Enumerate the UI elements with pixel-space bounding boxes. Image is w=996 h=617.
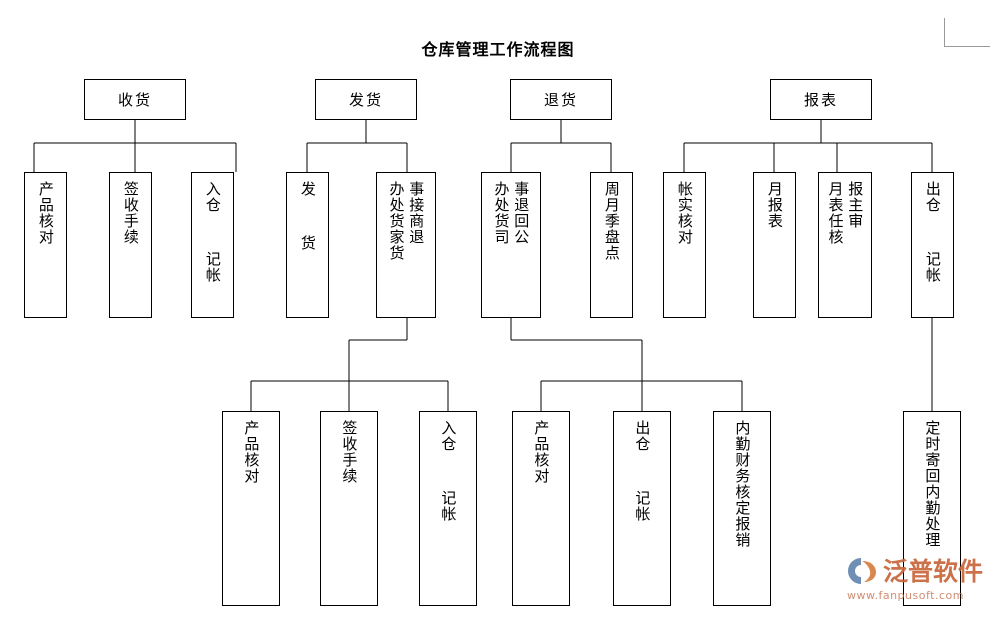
node-label: 产品核对 <box>36 181 55 245</box>
vertical-text-wrap: 帐实核对 <box>664 181 705 317</box>
node-signoff-procedure[interactable]: 签收手续 <box>109 172 152 318</box>
node-ship-goods[interactable]: 发 货 <box>286 172 329 318</box>
vertical-text-wrap: 事接商退 办处货家货 <box>377 181 435 317</box>
node-product-check-company-return[interactable]: 产品核对 <box>512 411 570 606</box>
node-root-receiving[interactable]: 收货 <box>84 79 186 120</box>
node-label: 退货 <box>543 91 578 109</box>
node-label-col-1: 事接商退 <box>407 181 426 245</box>
vertical-text-wrap: 定时寄回内勤处理 <box>904 420 960 605</box>
node-label: 出仓 记帐 <box>633 420 652 522</box>
node-scheduled-mail-to-admin[interactable]: 定时寄回内勤处理 <box>903 411 961 606</box>
vertical-text-wrap: 报主审 月表任核 <box>819 181 871 317</box>
node-label: 定时寄回内勤处理 <box>923 420 942 548</box>
vertical-text-wrap: 发 货 <box>287 181 328 317</box>
vertical-text-wrap: 出仓 记帐 <box>912 181 953 317</box>
node-ledger-reconciliation[interactable]: 帐实核对 <box>663 172 706 318</box>
node-root-reports[interactable]: 报表 <box>770 79 872 120</box>
vertical-text-wrap: 事退回公 办处货司 <box>482 181 540 317</box>
node-inbound-bookkeeping-merchant-return[interactable]: 入仓 记帐 <box>419 411 477 606</box>
vertical-text-wrap: 内勤财务核定报销 <box>714 420 770 605</box>
node-label: 签收手续 <box>340 420 359 484</box>
node-signoff-procedure-merchant-return[interactable]: 签收手续 <box>320 411 378 606</box>
node-label: 收货 <box>117 91 152 109</box>
node-product-check-receiving[interactable]: 产品核对 <box>24 172 67 318</box>
vertical-text-wrap: 产品核对 <box>513 420 569 605</box>
node-periodic-stocktaking[interactable]: 周月季盘点 <box>590 172 633 318</box>
node-label: 签收手续 <box>121 181 140 245</box>
vertical-text-wrap: 入仓 记帐 <box>192 181 233 317</box>
node-label: 帐实核对 <box>675 181 694 245</box>
vertical-text-wrap: 出仓 记帐 <box>614 420 670 605</box>
vertical-text-wrap: 签收手续 <box>110 181 151 317</box>
node-product-check-merchant-return[interactable]: 产品核对 <box>222 411 280 606</box>
vertical-text-wrap: 产品核对 <box>25 181 66 317</box>
node-label: 报表 <box>803 91 838 109</box>
node-report-director-review[interactable]: 报主审 月表任核 <box>818 172 872 318</box>
node-label: 发 货 <box>298 181 317 251</box>
vertical-text-wrap: 入仓 记帐 <box>420 420 476 605</box>
node-label-col-1: 事退回公 <box>512 181 531 245</box>
node-label-col-2: 办处货家货 <box>387 181 406 261</box>
node-outbound-bookkeeping[interactable]: 出仓 记帐 <box>911 172 954 318</box>
node-label: 周月季盘点 <box>602 181 621 261</box>
page-title: 仓库管理工作流程图 <box>421 40 575 59</box>
node-label-col-2: 月表任核 <box>826 181 845 245</box>
node-label: 入仓 记帐 <box>203 181 222 283</box>
node-handle-return-to-company[interactable]: 事退回公 办处货司 <box>481 172 541 318</box>
node-label: 发货 <box>348 91 383 109</box>
node-label: 入仓 记帐 <box>439 420 458 522</box>
node-monthly-report[interactable]: 月报表 <box>753 172 796 318</box>
node-label: 产品核对 <box>242 420 261 484</box>
node-label: 产品核对 <box>532 420 551 484</box>
node-inbound-bookkeeping[interactable]: 入仓 记帐 <box>191 172 234 318</box>
vertical-text-wrap: 月报表 <box>754 181 795 317</box>
node-label: 月报表 <box>765 181 784 229</box>
node-root-shipping[interactable]: 发货 <box>315 79 417 120</box>
node-label: 内勤财务核定报销 <box>733 420 752 548</box>
vertical-text-wrap: 周月季盘点 <box>591 181 632 317</box>
vertical-text-wrap: 产品核对 <box>223 420 279 605</box>
node-label-col-2: 办处货司 <box>492 181 511 245</box>
node-root-returns[interactable]: 退货 <box>510 79 612 120</box>
node-finance-verify-reimbursement[interactable]: 内勤财务核定报销 <box>713 411 771 606</box>
vertical-text-wrap: 签收手续 <box>321 420 377 605</box>
node-outbound-bookkeeping-company-return[interactable]: 出仓 记帐 <box>613 411 671 606</box>
node-handle-merchant-return[interactable]: 事接商退 办处货家货 <box>376 172 436 318</box>
node-label-col-1: 报主审 <box>846 181 865 229</box>
node-label: 出仓 记帐 <box>923 181 942 283</box>
